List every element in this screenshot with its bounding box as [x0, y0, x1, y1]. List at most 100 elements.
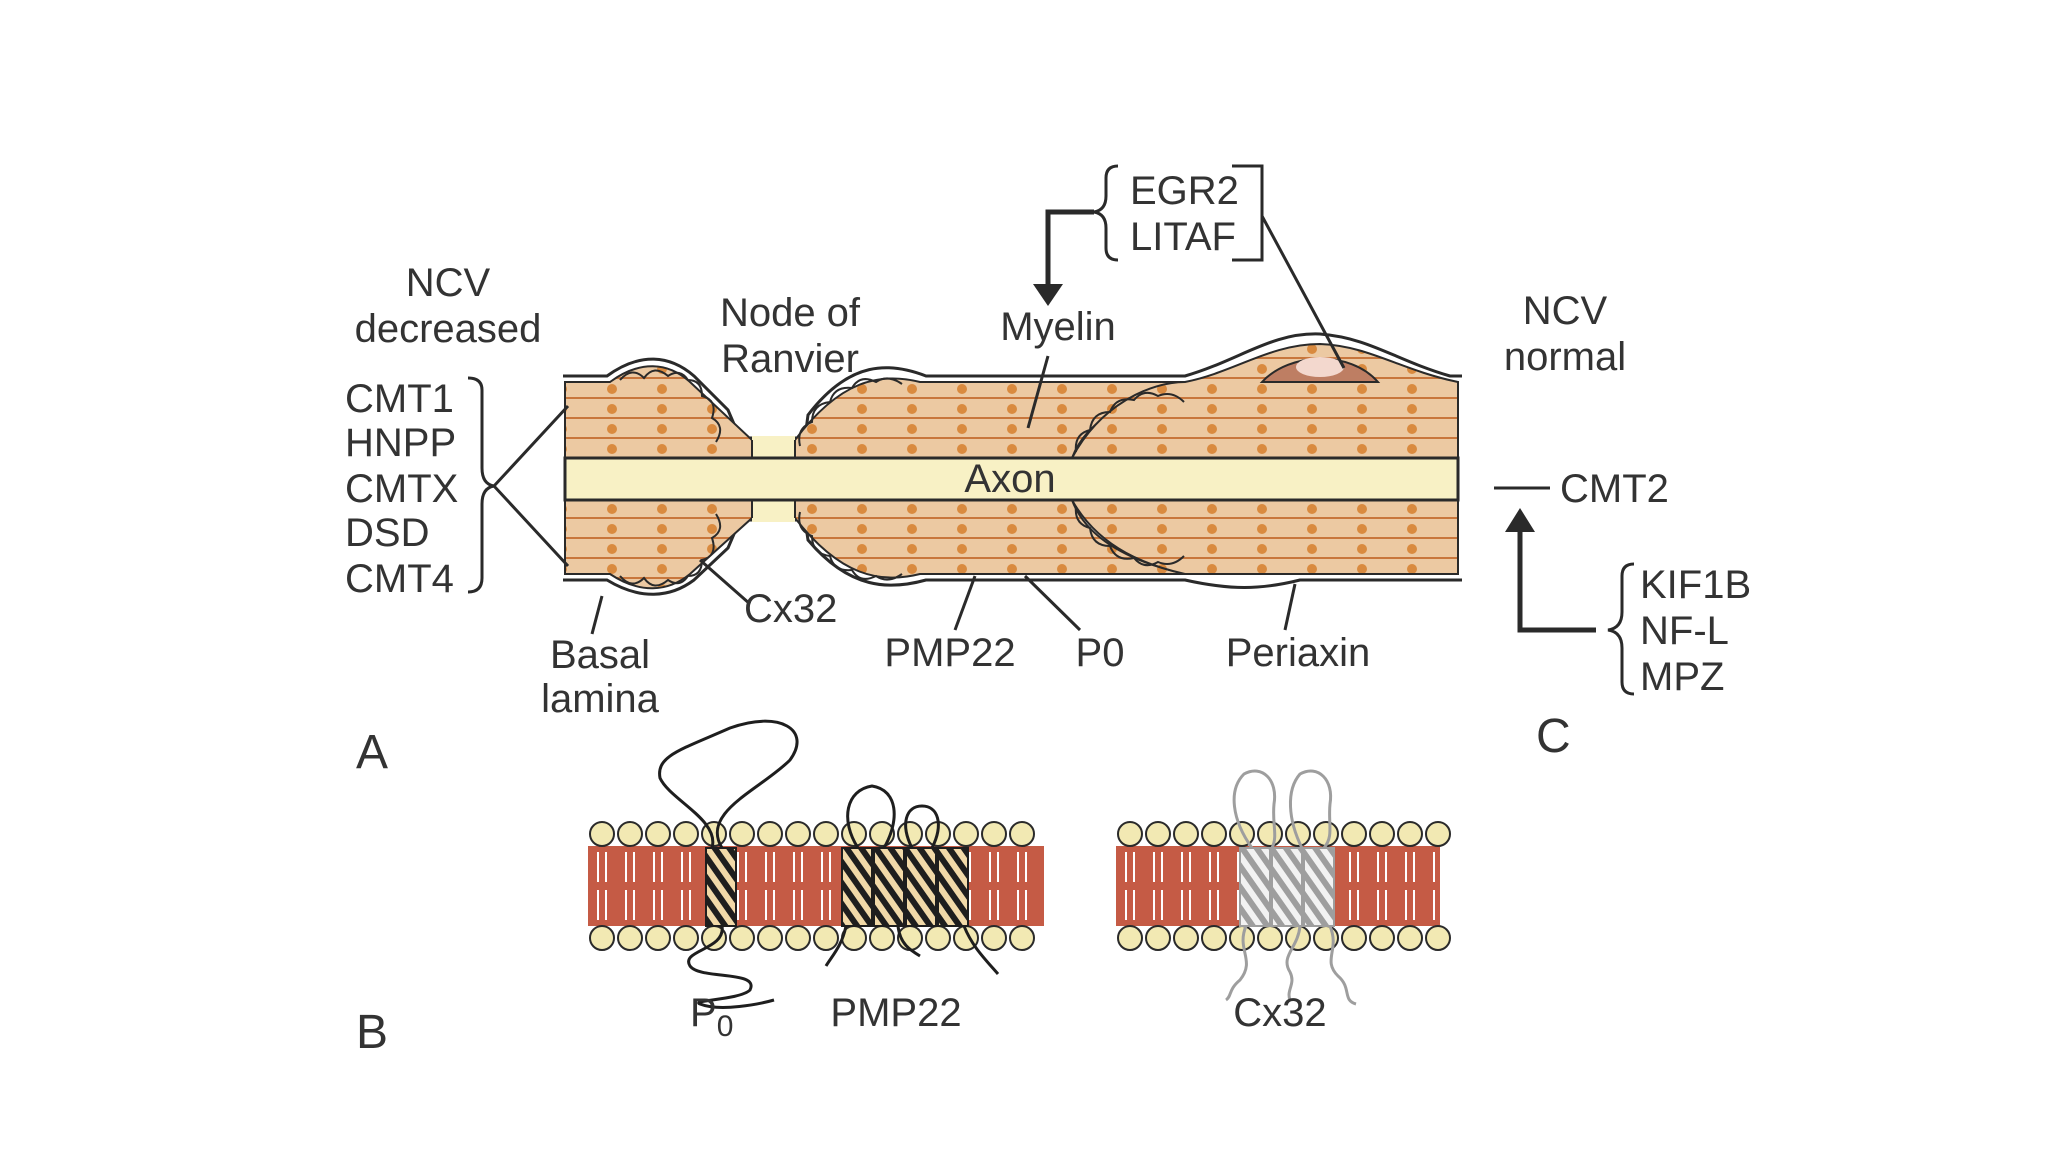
- up-arrow-head: [1505, 508, 1535, 532]
- pmp22-pointer: [953, 575, 977, 631]
- basal-lamina-pointer: [590, 595, 604, 635]
- basal-lamina-line2: lamina: [541, 677, 660, 721]
- lipid-head-bottom: [1173, 925, 1199, 951]
- lipid-head-bottom: [1369, 925, 1395, 951]
- myelin-segment-right-lower: [1070, 499, 1459, 575]
- pmp22-tails: [824, 925, 1000, 975]
- left-disease-group: NCV decreased CMT1 HNPP CMTX DSD CMT4: [345, 261, 570, 601]
- lipid-head-top: [1285, 821, 1311, 847]
- lipid-head-top: [813, 821, 839, 847]
- paranodal-loops-left: [619, 369, 722, 587]
- lipid-head-bottom: [757, 925, 783, 951]
- lipid-head-top: [645, 821, 671, 847]
- disease-hnpp: HNPP: [345, 421, 456, 465]
- p0-label-subscript: 0: [717, 1010, 734, 1043]
- lipid-head-bottom: [589, 925, 615, 951]
- cx32-pointer: [699, 558, 751, 606]
- disease-cmt1: CMT1: [345, 377, 454, 421]
- nerve-fiber: Axon: [563, 332, 1462, 596]
- myelin-segment-left-lower: [564, 499, 753, 590]
- cx32-helix-1: [1239, 847, 1271, 927]
- axon-label: Axon: [964, 457, 1055, 501]
- p0-extracellular-loop: [658, 719, 799, 849]
- lipid-head-top: [1201, 821, 1227, 847]
- lipid-head-bottom: [673, 925, 699, 951]
- pmp22-node-label: PMP22: [884, 631, 1015, 675]
- lipid-head-bottom: [925, 925, 951, 951]
- lipid-head-top: [1425, 821, 1451, 847]
- paranodal-loops-right: [1074, 391, 1185, 567]
- periaxin-pointer: [1283, 583, 1297, 631]
- gene-egr2: EGR2: [1130, 169, 1239, 213]
- litaf-nucleus-line: [1260, 215, 1346, 369]
- p0-node-label: P0: [1076, 631, 1125, 675]
- lipid-head-top: [589, 821, 615, 847]
- down-arrow-head: [1033, 284, 1063, 306]
- cx32-protein: [1225, 769, 1357, 1006]
- lipid-head-top: [1145, 821, 1171, 847]
- lipid-head-top: [1369, 821, 1395, 847]
- lipid-head-top: [1257, 821, 1283, 847]
- myelin-segment-right-upper: [1070, 342, 1459, 459]
- kif1b-bracket: [1607, 562, 1635, 696]
- p0-label-main: P: [690, 991, 717, 1035]
- disease-cmt4: CMT4: [345, 557, 454, 601]
- cx32-loop-1: [1232, 769, 1277, 849]
- lower-right-gene-group: KIF1B NF-L MPZ: [1505, 508, 1751, 699]
- lipid-head-bottom: [1257, 925, 1283, 951]
- lipid-head-bottom: [1145, 925, 1171, 951]
- ncv-normal-line2: normal: [1504, 335, 1626, 379]
- panel-letter-c: C: [1536, 710, 1571, 763]
- paranodal-loops-middle: [798, 377, 903, 581]
- lipid-head-bottom: [981, 925, 1007, 951]
- p0-pointer: [1023, 574, 1082, 632]
- lipid-head-bottom: [1009, 925, 1035, 951]
- pmp22-helix-3: [905, 847, 937, 927]
- lipid-head-top: [1397, 821, 1423, 847]
- ncv-normal-line1: NCV: [1523, 289, 1608, 333]
- egr2-bracket-left: [1093, 164, 1119, 262]
- basal-lamina-top: [563, 332, 1462, 440]
- pmp22-protein-label: PMP22: [830, 991, 961, 1035]
- disease-dsd: DSD: [345, 511, 429, 555]
- lipid-head-top: [729, 821, 755, 847]
- lipid-head-top: [981, 821, 1007, 847]
- cmt2-label: CMT2: [1560, 467, 1669, 511]
- ncv-decreased-line2: decreased: [355, 307, 542, 351]
- panel-letter-b: B: [356, 1006, 388, 1059]
- lipid-head-bottom: [1425, 925, 1451, 951]
- pmp22-helix-1: [841, 847, 873, 927]
- node-of-ranvier-line2: Ranvier: [721, 337, 859, 381]
- pmp22-loop-2: [904, 804, 940, 849]
- basal-lamina-bottom: [563, 518, 1462, 596]
- pmp22-protein: [824, 784, 1000, 975]
- panel-letter-a: A: [356, 726, 388, 779]
- myelin-segment-middle-lower: [794, 499, 1186, 579]
- periaxin-label: Periaxin: [1226, 631, 1371, 675]
- gene-kif1b: KIF1B: [1640, 563, 1751, 607]
- lipid-head-top: [617, 821, 643, 847]
- cx32-loop-2: [1289, 769, 1333, 849]
- lipid-head-bottom: [869, 925, 895, 951]
- p0-intracellular-tail: [687, 925, 775, 1009]
- cx32-protein-label: Cx32: [1233, 991, 1326, 1035]
- p0-transmembrane: [705, 847, 737, 927]
- left-pointer-lines: [492, 404, 570, 568]
- lipid-head-bottom: [785, 925, 811, 951]
- lipid-head-bottom: [1341, 925, 1367, 951]
- lipid-head-bottom: [1201, 925, 1227, 951]
- lipid-head-bottom: [1397, 925, 1423, 951]
- cx32-helix-3: [1303, 847, 1335, 927]
- lipid-head-top: [953, 821, 979, 847]
- lipid-head-bottom: [617, 925, 643, 951]
- lipid-head-top: [757, 821, 783, 847]
- cx32-node-label: Cx32: [744, 587, 837, 631]
- cx32-tails: [1225, 925, 1357, 1006]
- pmp22-helix-4: [937, 847, 969, 927]
- myelin-label: Myelin: [1000, 305, 1116, 349]
- cx32-helix-2: [1271, 847, 1303, 927]
- lipid-head-top: [1009, 821, 1035, 847]
- down-arrow-line: [1045, 209, 1094, 290]
